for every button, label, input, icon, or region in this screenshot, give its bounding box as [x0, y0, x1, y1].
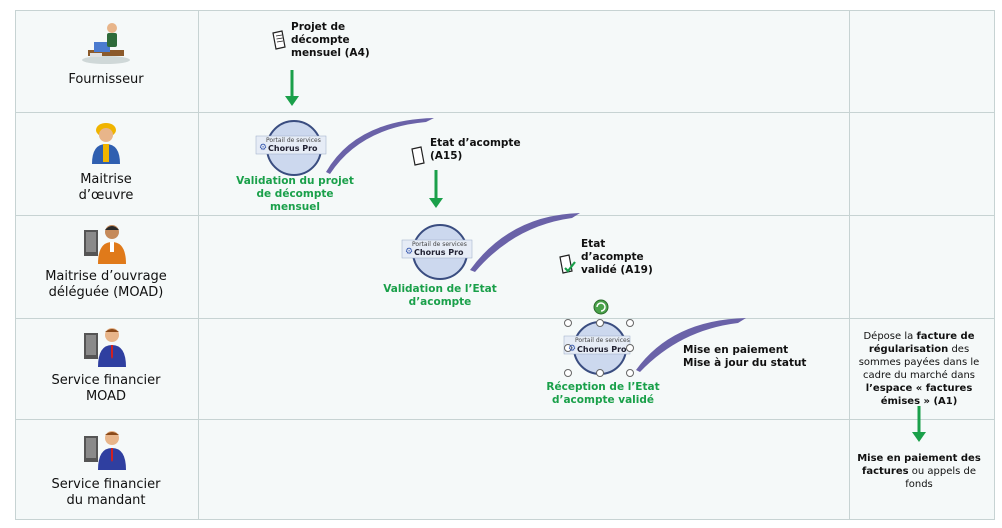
chorus-logo-icon: ⚙	[568, 344, 577, 354]
lane-service-financier-moad	[16, 319, 994, 420]
note-mise-en-paiement: Mise en paiement des factures ou appels …	[852, 452, 986, 491]
user-at-computer-icon	[84, 225, 126, 264]
supplier-at-desk-icon	[82, 23, 130, 64]
chorus-brand-text: Chorus Pro	[268, 144, 318, 153]
role-label-fournisseur: Fournisseur	[68, 72, 144, 87]
step-validation-projet: Validation du projet de décompte mensuel	[236, 175, 354, 213]
document-icon	[272, 30, 286, 50]
chorus-pro-portal-3[interactable]: Portail de services Chorus Pro ⚙	[560, 318, 636, 378]
doc-etat-acompte: Etat d’acompte (A15)	[430, 137, 521, 162]
note-mise-rest: ou appels de fonds	[905, 466, 977, 490]
note-depose-text-1: Dépose la	[863, 331, 917, 342]
step-reception: Réception de l’Etat d’acompte validé	[546, 381, 660, 406]
user-at-computer-icon	[84, 431, 126, 470]
chorus-logo-icon: ⚙	[259, 143, 268, 153]
chorus-brand-text: Chorus Pro	[414, 248, 464, 257]
divider-side	[849, 11, 850, 519]
swimlane-grid	[15, 10, 995, 520]
chorus-logo-icon: ⚙	[405, 247, 414, 257]
role-label-maitrise-oeuvre: Maitrise d’œuvre	[78, 172, 134, 203]
chorus-portal-text: Portail de services	[412, 241, 467, 248]
note-depose-bold-1: facture de régularisation	[868, 331, 975, 355]
document-icon	[411, 146, 425, 166]
chorus-portal-text: Portail de services	[575, 337, 630, 344]
user-at-computer-icon	[84, 328, 126, 367]
role-label-service-financier-moad: Service financier MOAD	[51, 373, 161, 404]
lane-maitrise-oeuvre	[16, 113, 994, 216]
note-depose-bold-2: l’espace « factures émises » (A1)	[865, 383, 973, 407]
label-mise-en-paiement: Mise en paiement Mise à jour du statut	[683, 344, 807, 369]
step-validation-etat: Validation de l’Etat d’acompte	[383, 283, 497, 308]
chorus-pro-portal-1: Portail de services Chorus Pro ⚙	[254, 118, 330, 178]
worker-helmet-icon	[92, 123, 120, 164]
rotate-handle-icon[interactable]	[592, 298, 610, 316]
doc-etat-acompte-valide: Etat d’acompte validé (A19)	[581, 238, 653, 276]
role-label-moad: Maitrise d’ouvrage déléguée (MOAD)	[45, 269, 167, 300]
lane-service-financier-mandant	[16, 420, 994, 519]
chorus-portal-text: Portail de services	[266, 137, 321, 144]
chorus-brand-text: Chorus Pro	[577, 345, 627, 354]
divider-roles	[198, 11, 199, 519]
note-depose-text-2: des sommes payées dans le cadre du march…	[858, 344, 980, 381]
lane-fournisseur	[16, 11, 994, 113]
chorus-pro-portal-2: Portail de services Chorus Pro ⚙	[400, 222, 476, 282]
doc-projet-decompte: Projet de décompte mensuel (A4)	[291, 21, 370, 59]
note-mise-bold: Mise en paiement des factures	[857, 453, 981, 477]
note-depose-facture: Dépose la facture de régularisation des …	[852, 330, 986, 408]
lane-moad	[16, 216, 994, 319]
role-label-service-financier-mandant: Service financier du mandant	[51, 477, 161, 508]
validated-document-icon	[559, 254, 576, 274]
